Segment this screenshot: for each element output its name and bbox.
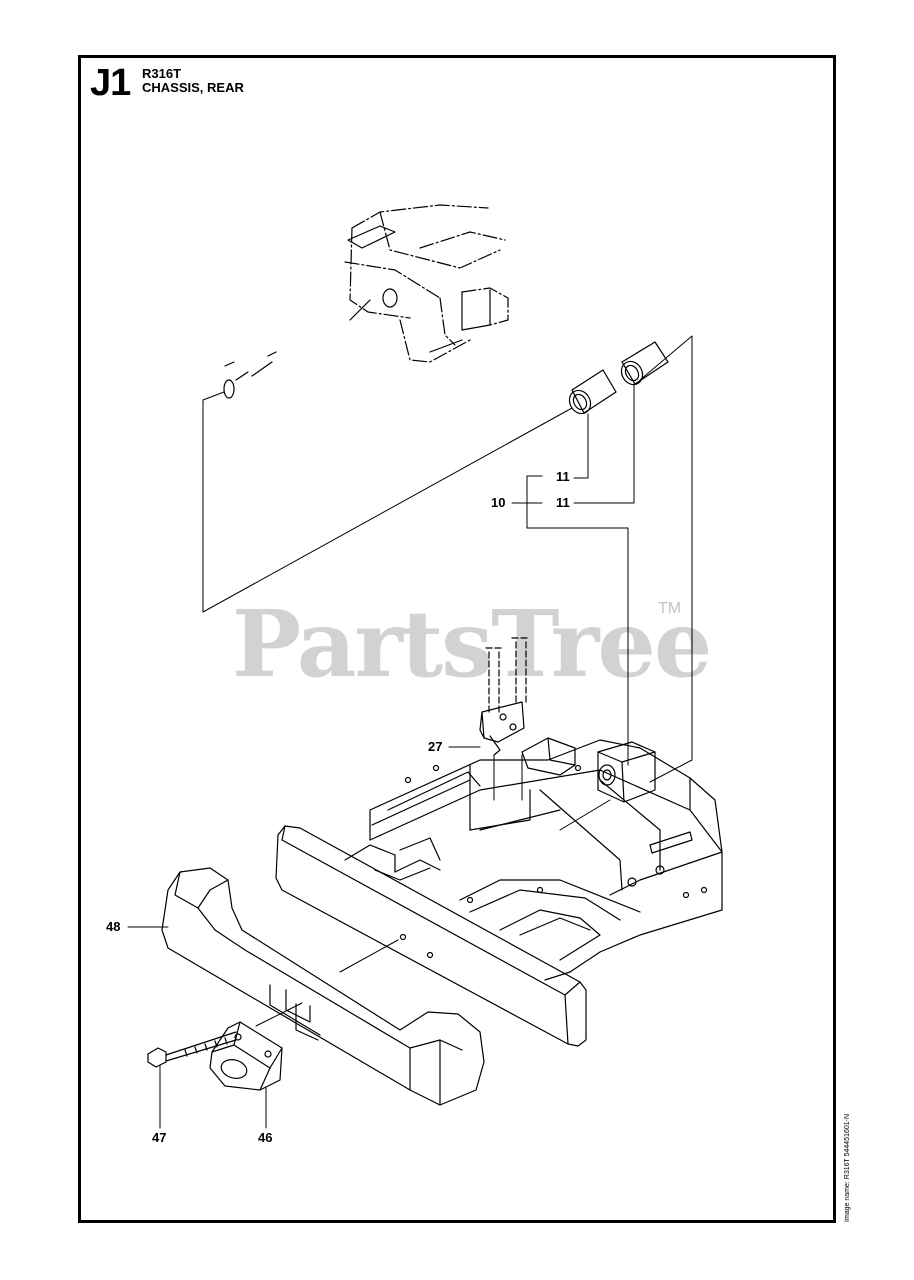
callout-11-upper: 11 <box>556 469 570 484</box>
bolt-47 <box>147 1031 237 1068</box>
callout-47: 47 <box>152 1130 167 1145</box>
callout-27: 27 <box>428 739 443 754</box>
callout-10: 10 <box>491 495 506 510</box>
hitch-plate-46 <box>209 1021 283 1091</box>
bracket-bolts <box>485 637 531 713</box>
spacer-bushing-upper <box>620 341 669 386</box>
bracket-27 <box>479 701 525 756</box>
drawing-frame <box>78 55 836 1223</box>
image-name-label: Image name: R316T 544451601-N <box>844 1113 851 1222</box>
rear-bumper-bar <box>275 825 587 1047</box>
callout-11-lower: 11 <box>556 495 570 510</box>
upper-body-solid <box>347 225 491 353</box>
model-number: R316T <box>142 66 182 81</box>
trademark-mark: TM <box>658 600 682 617</box>
chassis-frame <box>344 737 723 981</box>
callout-46: 46 <box>258 1130 273 1145</box>
section-code: J1 <box>90 62 131 104</box>
assembly-lines <box>127 335 693 1129</box>
pin-fragment <box>223 351 277 399</box>
upper-body-partial <box>344 204 509 363</box>
counterweight-48 <box>161 867 485 1106</box>
section-title: CHASSIS, REAR <box>142 80 244 95</box>
partstree-watermark: PartsTree <box>232 590 712 698</box>
callout-48: 48 <box>106 919 121 934</box>
pivot-hole <box>382 288 398 308</box>
spacer-bushing-lower <box>568 369 617 415</box>
